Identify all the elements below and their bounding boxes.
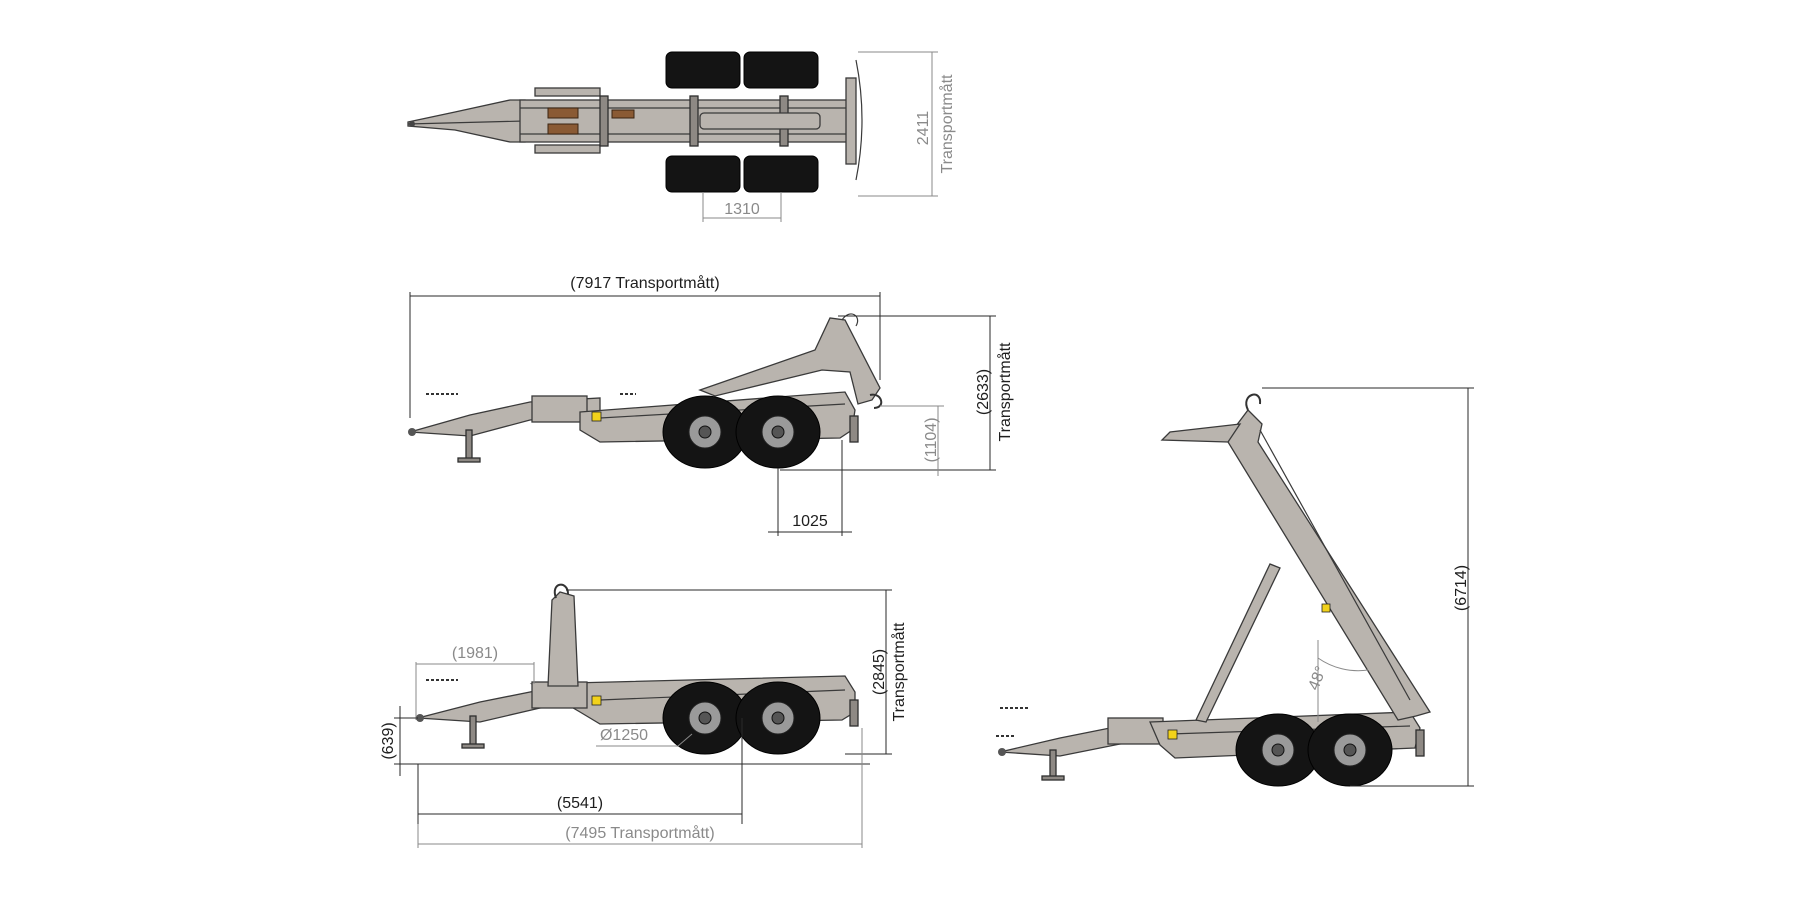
dim-front-offset: (1981) [415, 645, 535, 720]
wood-block [547, 107, 579, 119]
lift-arm [698, 317, 881, 405]
dim-hook-height: (1104) [880, 405, 944, 476]
hook-height-value: (1104) [923, 417, 940, 462]
front-offset-value: (1981) [452, 645, 498, 662]
raised-length-label: (7495 Transportmått) [565, 824, 714, 842]
dim-raised-height: (2845) Transportmått [566, 589, 908, 755]
tip-angle-value: 48° [1305, 664, 1330, 693]
wheels-raised [662, 681, 821, 755]
transport-height-value: (2633) [975, 369, 992, 415]
raised-height-value: (2845) [871, 649, 888, 695]
dim-coupling-height: (639) [380, 706, 418, 776]
tipping-view: 48° (6714) [996, 387, 1474, 787]
dim-wheel-diameter: Ø1250 [596, 727, 693, 747]
width-label: Transportmått [938, 74, 956, 174]
width-value: 2411 [915, 111, 932, 146]
coupling-height-value: (639) [380, 722, 397, 759]
wheel-diameter-value: Ø1250 [600, 727, 648, 744]
side-view-transport: (7917 Transportmått) (2633) Transportmåt… [408, 274, 1014, 536]
upright-hook-arm [547, 591, 579, 687]
raised-height-label: Transportmått [890, 622, 908, 722]
axle-spacing-value: 1310 [724, 201, 760, 218]
tipping-boom [1227, 409, 1432, 721]
dim-transport-length: (7917 Transportmått) [409, 274, 881, 418]
dim-max-height: (6714) [1262, 387, 1474, 787]
transport-height-label: Transportmått [996, 342, 1014, 442]
dim-width: 2411 Transportmått [858, 51, 956, 197]
lift-cylinder [1195, 563, 1281, 723]
dim-rear-overhang: 1025 [768, 440, 852, 536]
transport-length-label: (7917 Transportmått) [570, 274, 719, 292]
dim-axle-position: (5541) [417, 718, 743, 824]
wheels-transport [662, 395, 821, 469]
wheels-tipping [1235, 713, 1393, 787]
dim-raised-length: (7495 Transportmått) [417, 728, 863, 848]
max-height-value: (6714) [1453, 565, 1470, 611]
rear-overhang-value: 1025 [792, 513, 828, 530]
top-view: 1310 2411 Transportmått [407, 51, 956, 222]
dim-transport-height: (2633) Transportmått [780, 315, 1014, 471]
axle-position-value: (5541) [557, 795, 603, 812]
side-view-raised: Ø1250 (1981) (2845) Transportmått (639) [380, 583, 908, 848]
dim-axle-spacing: 1310 [702, 192, 782, 222]
